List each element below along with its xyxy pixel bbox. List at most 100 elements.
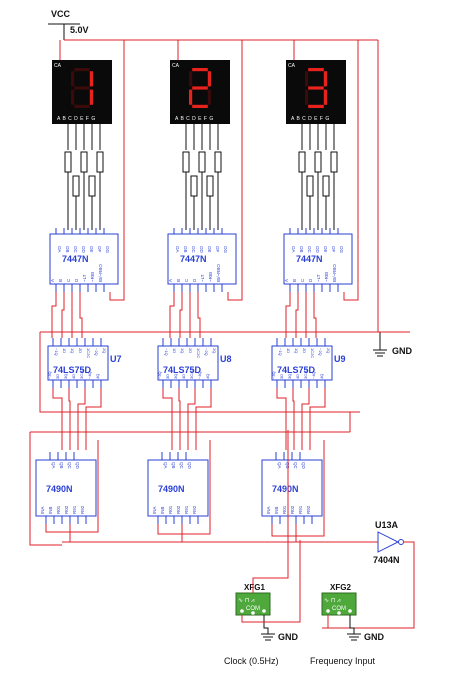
svg-text:OD: OD bbox=[199, 246, 204, 254]
gnd-label-2: GND bbox=[278, 632, 299, 642]
svg-text:OB: OB bbox=[183, 246, 188, 253]
svg-text:2Q: 2Q bbox=[212, 348, 217, 353]
decoder-part: 7447N bbox=[62, 254, 89, 264]
svg-text:OG: OG bbox=[339, 246, 344, 254]
svg-text:1D: 1D bbox=[286, 348, 291, 353]
resistor bbox=[314, 151, 322, 173]
counter-part: 7490N bbox=[46, 484, 73, 494]
svg-text:~2Q: ~2Q bbox=[204, 348, 209, 356]
resistor bbox=[214, 151, 222, 173]
generator-xfg2[interactable]: XFG2 ∿ ⊓ ⩘ COM Frequency Input bbox=[310, 583, 376, 666]
svg-text:1D: 1D bbox=[62, 348, 67, 353]
xfg1-caption: Clock (0.5Hz) bbox=[224, 656, 279, 666]
svg-text:4Q: 4Q bbox=[205, 374, 210, 379]
resistor bbox=[72, 175, 80, 197]
svg-text:~LT: ~LT bbox=[200, 274, 205, 282]
segment-f bbox=[305, 71, 309, 87]
svg-text:~4Q: ~4Q bbox=[87, 371, 92, 379]
segment-g bbox=[192, 86, 208, 90]
svg-text:4D: 4D bbox=[295, 374, 300, 379]
counter-part: 7490N bbox=[158, 484, 185, 494]
svg-text:BI/~RBO: BI/~RBO bbox=[216, 264, 221, 282]
svg-text:INA: INA bbox=[40, 506, 45, 514]
svg-text:1Q: 1Q bbox=[70, 348, 75, 353]
svg-text:OA: OA bbox=[291, 246, 296, 253]
svg-text:3D: 3D bbox=[165, 374, 170, 379]
svg-text:∿ ⊓ ⩘: ∿ ⊓ ⩘ bbox=[238, 598, 255, 604]
segment-b bbox=[323, 71, 327, 87]
svg-text:OF: OF bbox=[331, 246, 336, 253]
svg-text:~1Q: ~1Q bbox=[278, 348, 283, 356]
svg-text:~LT: ~LT bbox=[82, 274, 87, 282]
svg-text:~RBI: ~RBI bbox=[90, 272, 95, 282]
generator-xfg1[interactable]: XFG1 ∿ ⊓ ⩘ COM Clock (0.5Hz) bbox=[224, 583, 279, 666]
segment-g bbox=[74, 86, 90, 90]
resistor bbox=[322, 175, 330, 197]
resistor bbox=[182, 151, 190, 173]
svg-text:QD: QD bbox=[301, 462, 306, 470]
svg-text:R92: R92 bbox=[80, 505, 85, 514]
svg-text:B: B bbox=[176, 279, 181, 282]
seven-segment-display-2[interactable]: CA A B C D E F G bbox=[170, 60, 230, 124]
svg-text:1C2C: 1C2C bbox=[310, 348, 315, 358]
segment-a bbox=[192, 68, 208, 72]
svg-text:~4Q: ~4Q bbox=[311, 371, 316, 379]
segment-c bbox=[323, 89, 327, 105]
resistor bbox=[96, 151, 104, 173]
latch-part: 74LS75D bbox=[277, 365, 316, 375]
svg-text:QB: QB bbox=[171, 462, 176, 469]
svg-text:2Q: 2Q bbox=[102, 348, 107, 353]
svg-text:R02: R02 bbox=[290, 505, 295, 514]
display-pins: A B C D E F G bbox=[175, 116, 214, 122]
latch-part: 74LS75D bbox=[163, 365, 202, 375]
latch-part: 74LS75D bbox=[53, 365, 92, 375]
svg-text:QA: QA bbox=[51, 462, 56, 469]
svg-text:OC: OC bbox=[307, 246, 312, 254]
svg-text:OG: OG bbox=[105, 246, 110, 254]
gnd-label-1: GND bbox=[392, 346, 413, 356]
svg-text:~3Q: ~3Q bbox=[271, 371, 276, 379]
display-pins: A B C D E F G bbox=[291, 116, 330, 122]
svg-text:OE: OE bbox=[323, 246, 328, 253]
segment-b bbox=[89, 71, 93, 87]
inverter-part: 7404N bbox=[373, 555, 400, 565]
svg-text:INB: INB bbox=[48, 506, 53, 514]
seven-segment-display-1[interactable]: CAA B C D E F G bbox=[52, 60, 112, 124]
display-id: CA bbox=[172, 63, 180, 69]
svg-text:3Q: 3Q bbox=[173, 374, 178, 379]
segment-f bbox=[189, 71, 193, 87]
svg-text:1C2C: 1C2C bbox=[196, 348, 201, 358]
decoder-part: 7447N bbox=[180, 254, 207, 264]
svg-text:1Q: 1Q bbox=[294, 348, 299, 353]
segment-f bbox=[71, 71, 75, 87]
svg-text:4D: 4D bbox=[71, 374, 76, 379]
svg-text:QA: QA bbox=[277, 462, 282, 469]
svg-text:D: D bbox=[308, 278, 313, 282]
svg-text:C: C bbox=[66, 278, 71, 282]
resistor bbox=[190, 175, 198, 197]
segment-c bbox=[207, 89, 211, 105]
svg-text:QB: QB bbox=[59, 462, 64, 469]
seven-segment-display-3[interactable]: CAA B C D E F G bbox=[286, 60, 346, 124]
svg-text:R01: R01 bbox=[56, 505, 61, 514]
svg-text:~2Q: ~2Q bbox=[94, 348, 99, 356]
inverter-u13a[interactable]: U13A 7404N bbox=[373, 520, 404, 565]
svg-text:R01: R01 bbox=[282, 505, 287, 514]
svg-text:2D: 2D bbox=[302, 348, 307, 353]
svg-text:3C4C: 3C4C bbox=[189, 369, 194, 379]
segment-d bbox=[308, 104, 324, 108]
svg-text:2D: 2D bbox=[78, 348, 83, 353]
svg-text:C: C bbox=[184, 278, 189, 282]
svg-text:1C2C: 1C2C bbox=[86, 348, 91, 358]
svg-text:1D: 1D bbox=[172, 348, 177, 353]
